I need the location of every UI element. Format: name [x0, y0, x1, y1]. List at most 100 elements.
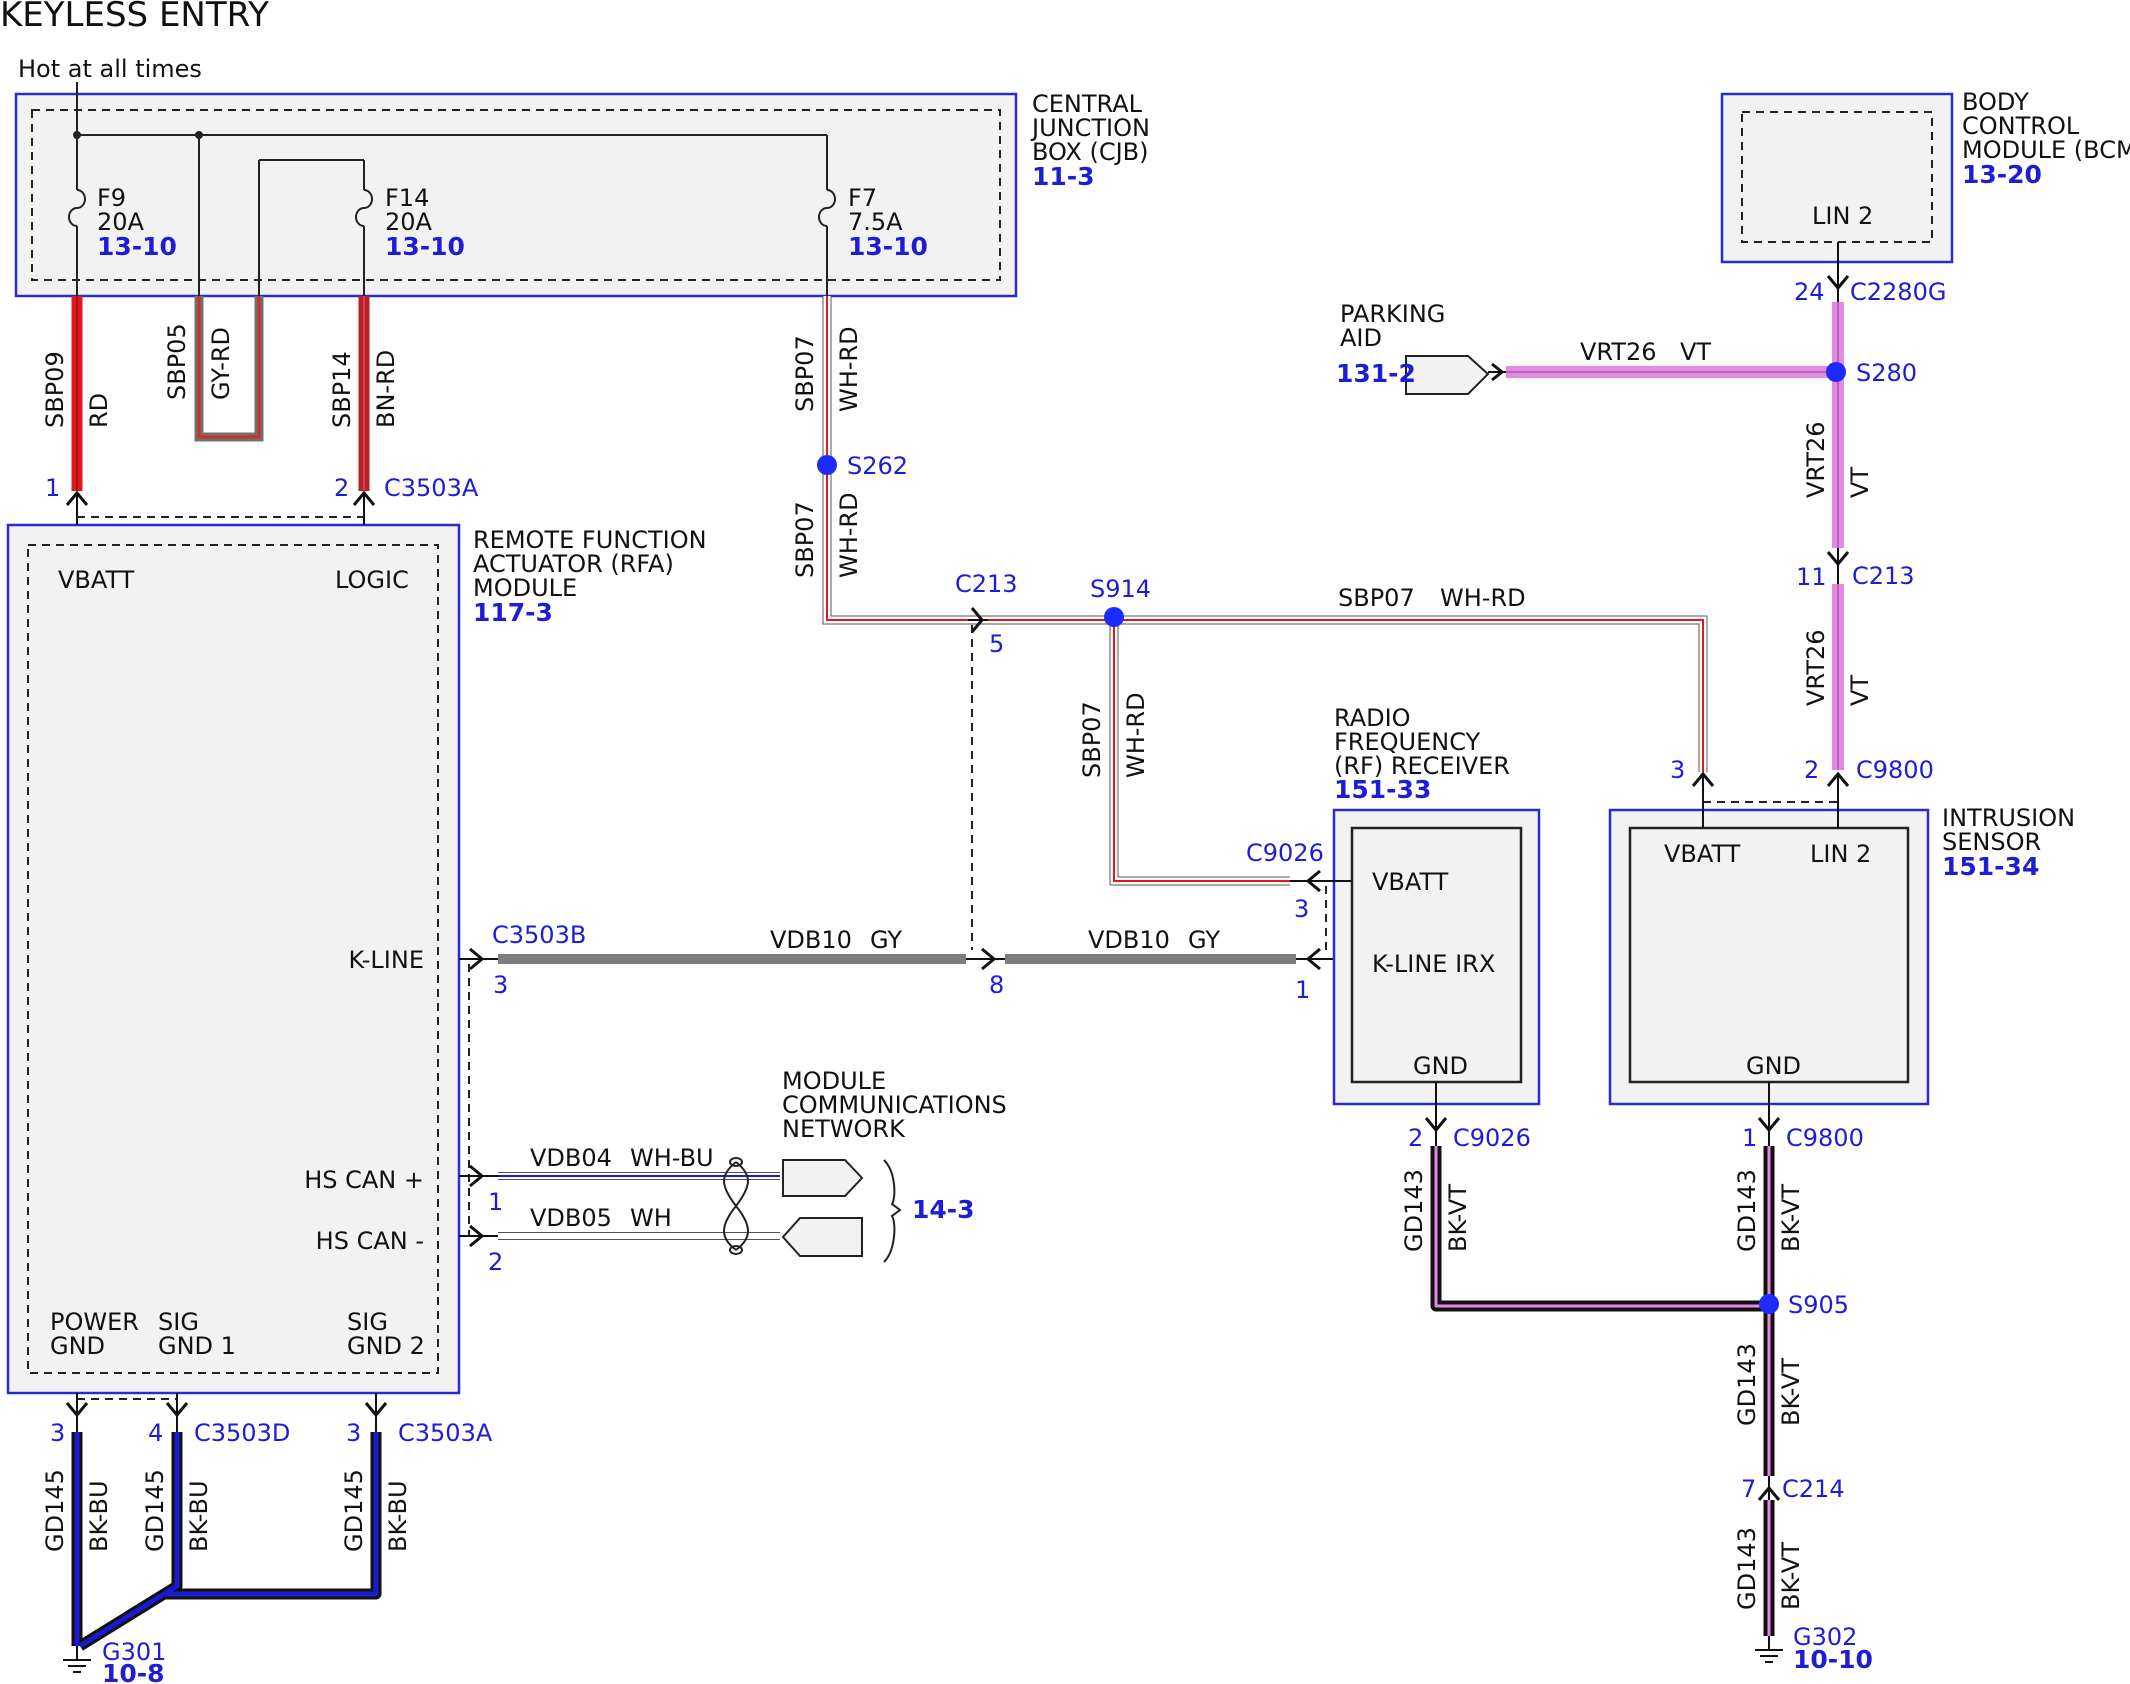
wire-sbp05-label: SBP05 [163, 323, 191, 400]
wire-sbp07-label-3: SBP07 [1338, 584, 1415, 612]
intrusion-label-1: INTRUSION [1942, 804, 2075, 832]
rf-receiver-ref-link[interactable]: 151-33 [1334, 775, 1431, 804]
rfa-pin-logic: LOGIC [335, 566, 409, 594]
can-plus-pin1: 1 [488, 1188, 503, 1216]
wire-gd143-label-1: GD143 [1400, 1169, 1428, 1252]
intrusion-sensor: INTRUSION SENSOR 151-34 VBATT LIN 2 GND [1608, 804, 2075, 1106]
connector-c3503a-label-1: C3503A [384, 474, 479, 502]
central-junction-box: CENTRAL JUNCTION BOX (CJB) 11-3 F9 20A 1… [14, 82, 1150, 298]
wire-gd145-label-1: GD145 [41, 1469, 69, 1552]
intrusion-pin-lin: LIN 2 [1810, 840, 1871, 868]
ground-g302-label: G302 [1793, 1623, 1857, 1651]
bcm-label-1: BODY [1962, 88, 2029, 116]
wire-vdb10-label-1: VDB10 [770, 926, 852, 954]
twisted-pair-icon [723, 1161, 749, 1251]
connector-c9800-label-1: C9800 [1856, 756, 1934, 784]
bcm-ref-link[interactable]: 13-20 [1962, 160, 2042, 189]
network-label-2: COMMUNICATIONS [782, 1091, 1007, 1119]
wire-gd145-color-1: BK-BU [85, 1480, 113, 1552]
can-minus-network-connector-icon [781, 1217, 863, 1257]
rfa-ref-link[interactable]: 117-3 [473, 598, 553, 627]
cjb-outline [14, 92, 1018, 298]
rfa-module: REMOTE FUNCTION ACTUATOR (RFA) MODULE 11… [6, 523, 707, 1395]
rfa-label-3: MODULE [473, 574, 577, 602]
ground-g302-ref-link[interactable]: 10-10 [1793, 1645, 1873, 1674]
splice-s905-label: S905 [1788, 1291, 1849, 1319]
connector-c3503d-label: C3503D [194, 1419, 290, 1447]
fuse-f14-ref-link[interactable]: 13-10 [385, 232, 465, 261]
rfa-pin-vbatt: VBATT [58, 566, 135, 594]
cjb-ref-link[interactable]: 11-3 [1032, 162, 1095, 191]
splice-s905 [1759, 1294, 1779, 1314]
network-ref-link[interactable]: 14-3 [912, 1195, 975, 1224]
connector-c213-label-1: C213 [955, 570, 1018, 598]
wire-gd143-color-4: BK-VT [1777, 1542, 1805, 1610]
rfa-pin-power-gnd-2: GND [50, 1332, 105, 1360]
bcm-label-2: CONTROL [1962, 112, 2080, 140]
intrusion-ref-link[interactable]: 151-34 [1942, 852, 2039, 881]
intrusion-sensor-inner [1628, 826, 1910, 1084]
fuse-f7-ref-link[interactable]: 13-10 [848, 232, 928, 261]
cjb-internal-bus [73, 82, 828, 296]
wire-gd143-label-2: GD143 [1733, 1169, 1761, 1252]
bcm-pin-lin: LIN 2 [1812, 202, 1873, 230]
rf-receiver: RADIO FREQUENCY (RF) RECEIVER 151-33 VBA… [1332, 704, 1541, 1106]
bcm-label-3: MODULE (BCM) [1962, 136, 2130, 164]
network-label-3: NETWORK [782, 1115, 906, 1143]
bcm-outline [1720, 92, 1954, 264]
wire-gd143-label-4: GD143 [1733, 1527, 1761, 1610]
rfa-pin-kline: K-LINE [349, 946, 424, 974]
parking-aid-label-2: AID [1340, 324, 1382, 352]
wire-vdb05-color: WH [630, 1204, 672, 1232]
rfa-label-2: ACTUATOR (RFA) [473, 550, 674, 578]
wire-vdb04-color: WH-BU [630, 1144, 714, 1172]
ground-g301-icon [63, 1646, 91, 1673]
wire-gd143-color-1: BK-VT [1444, 1184, 1472, 1252]
wire-vdb04-label: VDB04 [530, 1144, 612, 1172]
cjb-label-2: JUNCTION [1030, 114, 1150, 142]
ground-g302-icon [1755, 1636, 1783, 1663]
c214-pin7: 7 [1741, 1475, 1756, 1503]
rfa-label-1: REMOTE FUNCTION [473, 526, 707, 554]
rfa-pin-sig-gnd1-2: GND 1 [158, 1332, 236, 1360]
rf-receiver-label-2: FREQUENCY [1334, 728, 1481, 756]
wire-sbp14-color: BN-RD [372, 350, 400, 428]
c3503d-pin4: 4 [148, 1419, 163, 1447]
c9800-pin1: 1 [1742, 1124, 1757, 1152]
wire-sbp05-loop [194, 296, 264, 442]
wire-sbp07-label-2: SBP07 [791, 501, 819, 578]
fuse-f9-ref-link[interactable]: 13-10 [97, 232, 177, 261]
can-plus-network-connector-icon [782, 1159, 864, 1197]
fuse-f9-name: F9 [97, 184, 126, 212]
wire-sbp07-color-1: WH-RD [835, 326, 863, 412]
wire-gd143-label-3: GD143 [1733, 1343, 1761, 1426]
wire-sbp09-color: RD [85, 393, 113, 428]
cjb-dashed-outline [31, 109, 1001, 281]
wire-sbp05-color: GY-RD [207, 327, 235, 400]
wire-vrt26 [1506, 302, 1844, 770]
network-brace-icon [883, 1159, 902, 1263]
wire-gd145-label-3: GD145 [340, 1469, 368, 1552]
wire-sbp07-color-2: WH-RD [835, 492, 863, 578]
intrusion-pin-gnd: GND [1746, 1052, 1801, 1080]
rfa-pin-hscan-minus: HS CAN - [316, 1227, 424, 1255]
wire-sbp07-color-3: WH-RD [1440, 584, 1526, 612]
cjb-label-1: CENTRAL [1032, 90, 1143, 118]
ground-g301-ref-link[interactable]: 10-8 [102, 1659, 165, 1684]
splice-s280-label: S280 [1856, 359, 1917, 387]
fuse-f7-rating: 7.5A [848, 208, 903, 236]
rfa-pin-sig-gnd2-1: SIG [347, 1308, 388, 1336]
connector-c2280g-label: C2280G [1850, 278, 1946, 306]
connector-c214-label: C214 [1782, 1475, 1845, 1503]
fuse-f14-rating: 20A [385, 208, 433, 236]
fuse-f14-icon [355, 189, 373, 227]
c213-pin5: 5 [989, 630, 1004, 658]
parking-aid-ref-link[interactable]: 131-2 [1336, 359, 1416, 388]
intrusion-pin3: 3 [1670, 756, 1685, 784]
diagram-title: KEYLESS ENTRY [0, 0, 269, 35]
body-control-module: BODY CONTROL MODULE (BCM) 13-20 LIN 2 [1720, 88, 2130, 264]
fuse-f9-rating: 20A [97, 208, 145, 236]
cjb-label-3: BOX (CJB) [1032, 138, 1149, 166]
wire-vrt26-label-3: VRT26 [1802, 629, 1830, 706]
